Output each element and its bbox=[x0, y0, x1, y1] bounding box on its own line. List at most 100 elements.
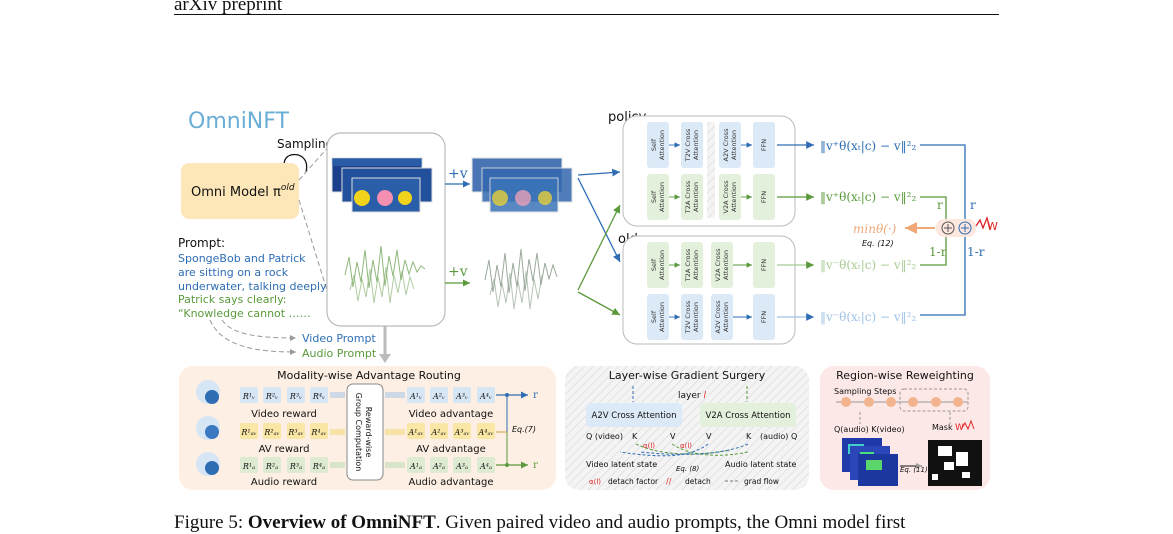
av-advantage-label: A²ₐᵥ bbox=[431, 428, 447, 437]
svg-text:Self: Self bbox=[650, 310, 658, 323]
svg-text:T2V Cross: T2V Cross bbox=[684, 300, 692, 334]
audio-latent-label: Audio latent state bbox=[725, 460, 797, 469]
svg-text:A2V Cross: A2V Cross bbox=[714, 300, 722, 334]
eq12: Eq. (12) bbox=[862, 239, 894, 248]
av-advantage-chip bbox=[453, 423, 471, 439]
av-advantage-label: A³ₐᵥ bbox=[454, 428, 470, 437]
loss-policy-video: ‖v⁺θ(xₜ|c) − v‖²₂ bbox=[820, 139, 916, 153]
eq8: Eq. (8) bbox=[676, 465, 700, 473]
alpha-label: α(l) bbox=[643, 442, 655, 450]
svg-text:V2A Cross Attention: V2A Cross Attention bbox=[706, 411, 791, 421]
prompt-label: Prompt: bbox=[178, 236, 225, 250]
svg-text:Attention: Attention bbox=[730, 182, 738, 212]
q-audio-label: (audio) Q bbox=[760, 432, 797, 441]
av-reward-label: AV reward bbox=[259, 444, 310, 455]
audio-reward-chip bbox=[263, 457, 281, 473]
av-advantage-chip bbox=[430, 423, 448, 439]
min-theta: minθ(·) bbox=[853, 222, 897, 236]
audio-advantage-label: A²ₐ bbox=[432, 462, 445, 471]
av-reward-label: R³ₐᵥ bbox=[287, 428, 303, 437]
audio-advantage-label: A³ₐ bbox=[455, 462, 468, 471]
v2a-cross-attention-label: V2A Cross bbox=[722, 180, 730, 214]
svg-text:Attention: Attention bbox=[658, 130, 666, 160]
t2a-cross-attention-label: T2A Cross bbox=[684, 180, 692, 214]
audio-advantage-chip bbox=[430, 457, 448, 473]
omninft-logo: OmniNFT bbox=[188, 109, 290, 134]
svg-text:FFN: FFN bbox=[760, 311, 768, 323]
svg-text:K: K bbox=[746, 432, 752, 441]
svg-text:V: V bbox=[706, 432, 712, 441]
svg-text:Self: Self bbox=[650, 190, 658, 203]
caption-rest: . Given paired video and audio prompts, … bbox=[435, 512, 906, 533]
omni-model-box bbox=[181, 163, 299, 219]
video-reward-label: R¹ᵥ bbox=[242, 392, 255, 401]
av-reward-chip bbox=[287, 423, 305, 439]
plus-v-video: +v bbox=[448, 166, 468, 182]
av-reward-chip bbox=[240, 423, 258, 439]
one-minus-r-audio: 1-r bbox=[929, 245, 947, 259]
video-reward-label: R²ᵥ bbox=[265, 392, 278, 401]
audio-reward-chip bbox=[287, 457, 305, 473]
prompt-line: underwater, talking deeply bbox=[178, 280, 327, 293]
audio-reward-label: R³ₐ bbox=[289, 462, 302, 471]
sampling-step-dots bbox=[841, 397, 963, 407]
audio-advantage-label: A¹ₐ bbox=[409, 462, 422, 471]
svg-text:Attention: Attention bbox=[722, 250, 730, 280]
r-out-audio: r bbox=[533, 460, 538, 471]
svg-text:Attention: Attention bbox=[692, 250, 700, 280]
one-minus-r-video: 1-r bbox=[967, 245, 985, 259]
video-prompt-arrow bbox=[221, 319, 297, 341]
video-prompt-label: Video Prompt bbox=[302, 332, 376, 345]
mask-label: Mask bbox=[932, 423, 953, 432]
svg-text:Attention: Attention bbox=[722, 302, 730, 332]
av-advantage-label: A¹ₐᵥ bbox=[408, 428, 424, 437]
caption-prefix: Figure 5: bbox=[174, 512, 248, 533]
r-label-video: r bbox=[970, 198, 976, 212]
noisy-audio-waveform bbox=[484, 248, 558, 310]
svg-text:α(l): α(l) bbox=[589, 478, 601, 486]
q-video-label: Q (video) bbox=[586, 432, 623, 441]
reward-group-box bbox=[346, 383, 384, 481]
audio-reward-label: R¹ₐ bbox=[242, 462, 255, 471]
video-reward-label: R⁴ᵥ bbox=[312, 392, 325, 401]
overview-figure: OmniNFT Sampling Omni Model πold Prompt:… bbox=[178, 109, 998, 490]
video-advantage-chip bbox=[453, 387, 471, 403]
video-reward-chip bbox=[287, 387, 305, 403]
svg-text:A2V Cross Attention: A2V Cross Attention bbox=[592, 411, 677, 421]
video-latent-label: Video latent state bbox=[586, 460, 657, 469]
av-reward-chip bbox=[263, 423, 281, 439]
audio-advantage-chip bbox=[453, 457, 471, 473]
svg-text:FFN: FFN bbox=[760, 191, 768, 203]
svg-text:Attention: Attention bbox=[692, 182, 700, 212]
video-advantage-label: A⁴ᵥ bbox=[479, 392, 492, 401]
video-reward-chip bbox=[263, 387, 281, 403]
dash-line bbox=[298, 199, 331, 301]
a2v-cross-attention-label: A2V Cross bbox=[722, 128, 730, 162]
svg-text:Attention: Attention bbox=[658, 182, 666, 212]
av-reward-label: R¹ₐᵥ bbox=[240, 428, 256, 437]
svg-text:K: K bbox=[632, 432, 638, 441]
q-audio-k-video-label: Q(audio) K(video) bbox=[834, 425, 905, 434]
video-reward-chip bbox=[310, 387, 328, 403]
video-advantage-chip bbox=[430, 387, 448, 403]
eq11: Eq. (11) bbox=[900, 466, 928, 474]
layer-panel bbox=[565, 366, 809, 490]
video-reward-chip bbox=[240, 387, 258, 403]
audio-reward-label: R²ₐ bbox=[265, 462, 278, 471]
av-reward-chip bbox=[310, 423, 328, 439]
sum-node bbox=[941, 221, 955, 235]
detach-icon: // bbox=[666, 477, 672, 486]
caption-bold: Overview of OmniNFT bbox=[247, 512, 436, 533]
omni-model-label: Omni Model π bbox=[191, 185, 281, 200]
ffn-label: FFN bbox=[760, 139, 768, 151]
audio-advantage-chip bbox=[477, 457, 495, 473]
video-advantage-chip bbox=[407, 387, 425, 403]
audio-reward-label: R⁴ₐ bbox=[312, 462, 325, 471]
reward-group-label: Reward-wiseGroup Computation bbox=[354, 393, 373, 472]
audio-advantage-chip bbox=[407, 457, 425, 473]
svg-text:Attention: Attention bbox=[692, 302, 700, 332]
av-reward-label: R²ₐᵥ bbox=[263, 428, 279, 437]
audio-waveform bbox=[344, 245, 426, 304]
loss-old-video: ‖v⁻θ(xₜ|c) − v‖²₂ bbox=[820, 310, 916, 324]
av-advantage-label: AV advantage bbox=[416, 444, 486, 455]
